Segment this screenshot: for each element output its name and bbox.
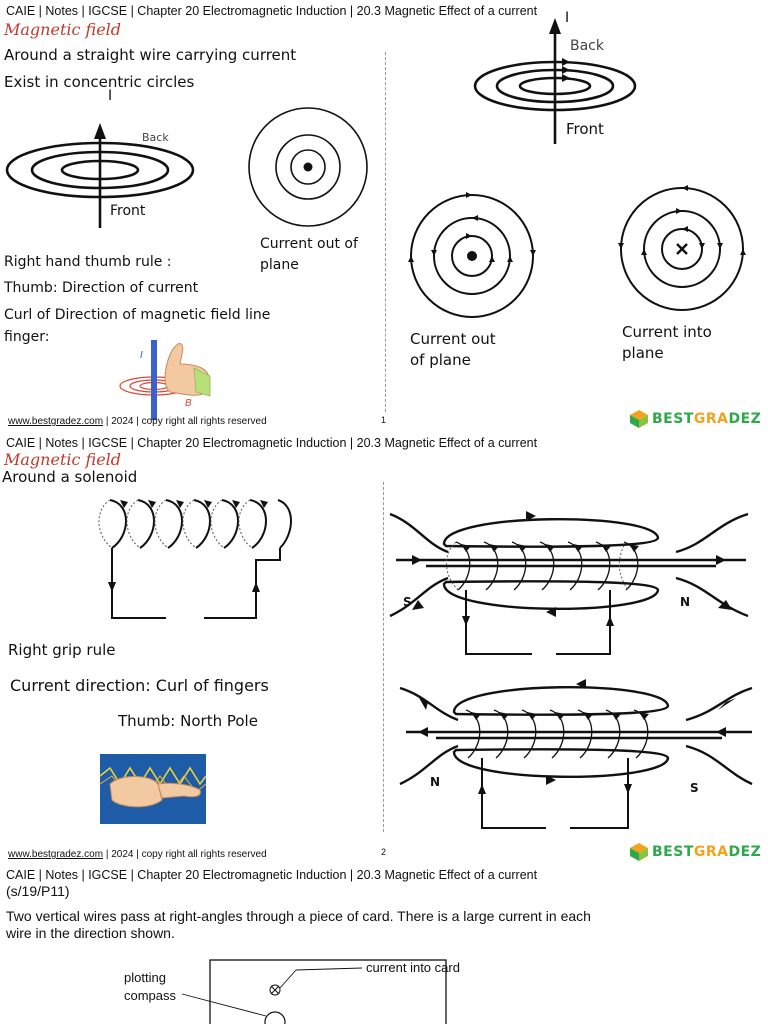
wire-field-diagram [5,123,195,228]
section-title: Magnetic field [4,450,122,469]
logo-text-dez: DEZ [728,844,762,860]
into-caption: plane [622,344,664,362]
thumb-north-text: Thumb: North Pole [118,712,258,730]
label-plotting: plotting [124,970,166,985]
hand-field-label: B [185,398,192,409]
footer-copyright: | 2024 | copy right all rights reserved [103,416,267,427]
section-title: Magnetic field [4,20,122,39]
page-footer: www.bestgradez.com | 2024 | copy right a… [8,416,267,427]
logo-text-gra: GRA [693,411,729,427]
notes-page-3: CAIE | Notes | IGCSE | Chapter 20 Electr… [0,864,768,1024]
thumb-text: Thumb: Direction of current [4,280,199,296]
right-grip-hand-illustration [99,754,207,824]
grip-rule-text: Right grip rule [8,641,116,659]
card-diagram [181,959,447,1024]
current-label: I [108,88,113,104]
pole-label-n: N [680,595,691,609]
back-label: Back [142,131,169,144]
label-compass: compass [124,988,177,1003]
front-label: Front [110,203,146,219]
column-divider [383,482,384,832]
pole-label-n: N [430,775,441,789]
rule-title: Right hand thumb rule : [4,254,172,270]
solenoid-field-diagram-top [389,511,749,655]
question-text: Two vertical wires pass at right-angles … [6,908,591,924]
right-back-label: Back [570,38,604,54]
note-line: Around a solenoid [2,468,138,486]
concentric-circles-diagram [248,107,368,227]
pole-label-s: S [690,781,699,795]
right-current-label: I [565,10,570,26]
into-caption: Current into [622,323,712,341]
right-front-label: Front [566,120,604,138]
note-line: Exist in concentric circles [4,73,195,91]
question-code: (s/19/P11) [6,883,70,899]
page-header: CAIE | Notes | IGCSE | Chapter 20 Electr… [6,4,538,18]
finger-text: finger: [4,329,50,345]
column-divider [385,52,386,412]
page-number: 2 [381,847,387,857]
solenoid-field-diagram-bottom [399,679,753,829]
bestgradez-logo: BESTGRADEZ [629,842,761,862]
current-out-label: Current out of [260,236,358,252]
notes-page-2: CAIE | Notes | IGCSE | Chapter 20 Electr… [0,432,768,864]
page-header: CAIE | Notes | IGCSE | Chapter 20 Electr… [6,868,538,882]
page-header: CAIE | Notes | IGCSE | Chapter 20 Electr… [6,436,538,450]
right-hand-illustration [119,340,211,420]
wire-field-diagram-right [473,18,637,144]
solenoid-coil-diagram [98,499,292,619]
hand-current-label: I [140,350,143,361]
page-footer: www.bestgradez.com | 2024 | copy right a… [8,849,267,860]
footer-url[interactable]: www.bestgradez.com [8,416,104,427]
notes-page-1: CAIE | Notes | IGCSE | Chapter 20 Electr… [0,0,768,432]
plane-label: plane [260,257,299,273]
note-line: Around a straight wire carrying current [4,46,297,64]
logo-text-best: BEST [652,411,694,427]
logo-text-gra: GRA [693,844,729,860]
current-out-circles [408,192,536,318]
logo-text-dez: DEZ [728,411,762,427]
curl-text: Curl of Direction of magnetic field line [4,307,271,323]
pole-label-s: S [403,595,412,609]
footer-url[interactable]: www.bestgradez.com [8,849,104,860]
out-caption: of plane [410,351,471,369]
bestgradez-logo: BESTGRADEZ [629,409,761,429]
logo-cube-icon [630,843,648,861]
footer-copyright: | 2024 | copy right all rights reserved [103,849,267,860]
current-direction-text: Current direction: Curl of fingers [10,676,269,695]
logo-cube-icon [630,410,648,428]
current-into-circles [618,185,746,311]
logo-text-best: BEST [652,844,694,860]
page-number: 1 [381,415,387,425]
question-text: wire in the direction shown. [6,925,175,941]
out-caption: Current out [410,330,496,348]
label-current-into-card: current into card [366,960,460,975]
